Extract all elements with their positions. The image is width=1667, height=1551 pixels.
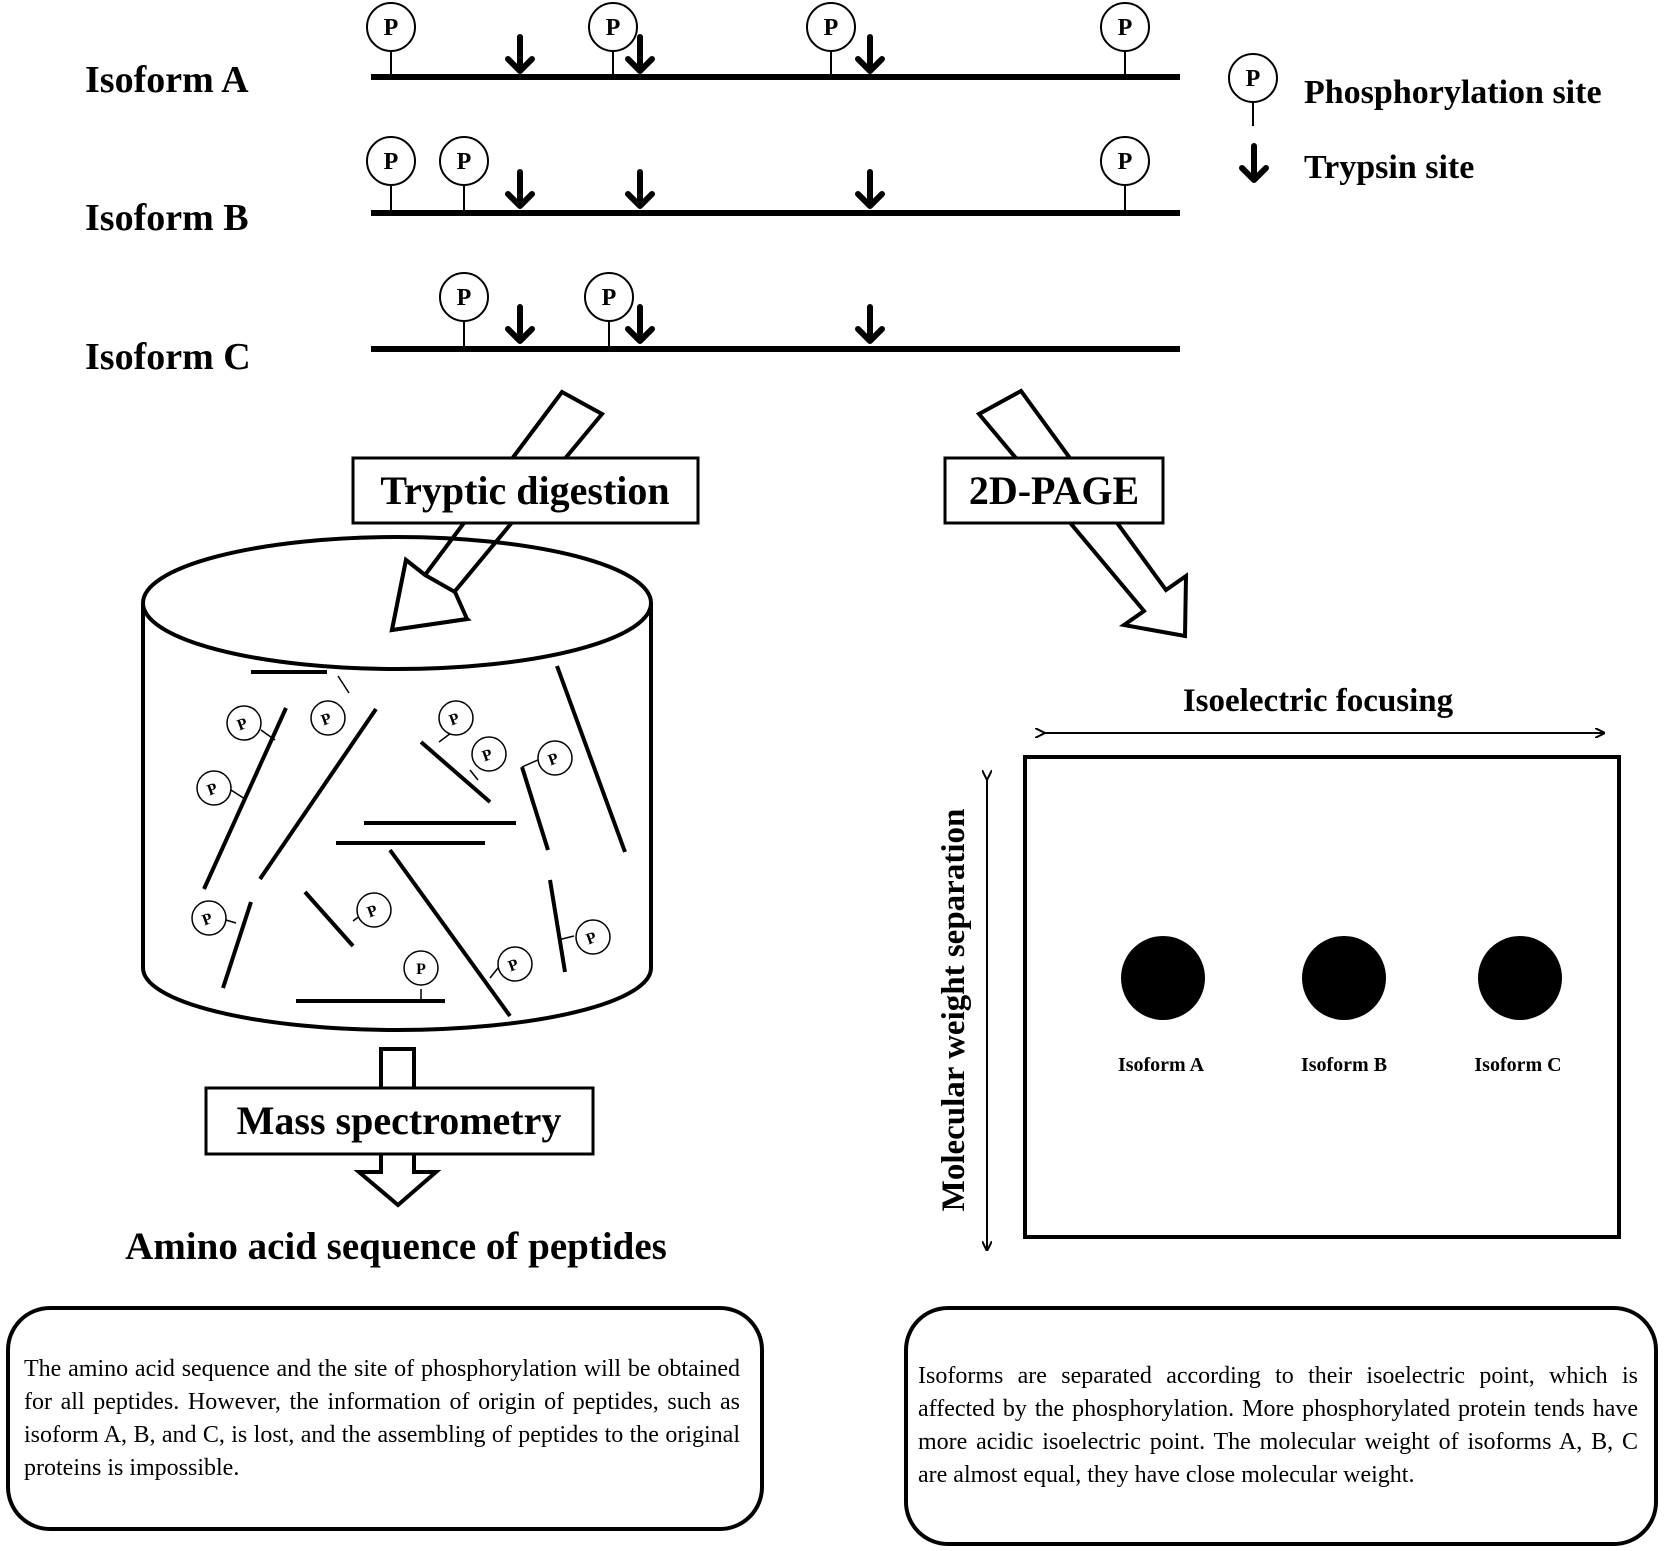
isoform-a-label: Isoform A xyxy=(85,59,249,101)
svg-text:P: P xyxy=(1118,149,1133,175)
legend-phosphorylation-label: Phosphorylation site xyxy=(1304,74,1602,111)
page-2d-note-text: Isoforms are separated according to thei… xyxy=(918,1363,1638,1488)
phospho-site: P xyxy=(588,2,638,75)
molecular-weight-label: Molecular weight separation xyxy=(936,809,972,1212)
tryptic-digestion-box xyxy=(351,456,700,525)
mass-spec-note: The amino acid sequence and the site of … xyxy=(6,1306,764,1531)
svg-text:P: P xyxy=(1246,66,1261,92)
svg-text:P: P xyxy=(384,15,399,41)
svg-text:P: P xyxy=(824,15,839,41)
svg-text:P: P xyxy=(1118,15,1133,41)
svg-text:P: P xyxy=(602,285,617,311)
phospho-site: P xyxy=(806,2,856,75)
svg-text:P: P xyxy=(457,285,472,311)
isoform-c-label: Isoform C xyxy=(85,336,251,378)
trypsin-arrow-icon xyxy=(505,304,535,344)
trypsin-arrow-icon xyxy=(855,169,885,209)
peptide-phospho-sites xyxy=(191,675,611,1001)
legend-trypsin-label: Trypsin site xyxy=(1304,149,1474,186)
digestion-vessel xyxy=(141,535,653,1032)
svg-text:P: P xyxy=(606,15,621,41)
trypsin-arrow-icon xyxy=(505,34,535,74)
phospho-site: P xyxy=(439,136,489,211)
page-2d-box xyxy=(943,456,1165,525)
gel-spot-c xyxy=(1478,936,1562,1020)
svg-text:P: P xyxy=(384,149,399,175)
trypsin-arrow-icon xyxy=(625,34,655,74)
gel-spot-b xyxy=(1302,936,1386,1020)
digestion-arrow-tip xyxy=(389,556,470,633)
phospho-site: P xyxy=(584,272,634,347)
svg-text:P: P xyxy=(457,149,472,175)
phospho-site: P xyxy=(439,272,489,347)
phospho-site: P xyxy=(1100,136,1150,211)
trypsin-arrow-icon xyxy=(625,169,655,209)
page-2d-note: Isoforms are separated according to thei… xyxy=(904,1306,1658,1546)
svg-text:P: P xyxy=(416,961,426,978)
gel-spot-a xyxy=(1121,936,1205,1020)
gel-spot-c-label: Isoform C xyxy=(1474,1054,1561,1076)
phospho-site: P xyxy=(366,2,416,75)
legend-phospho-icon: P xyxy=(1228,53,1278,126)
result-heading: Amino acid sequence of peptides xyxy=(125,1225,667,1268)
page-2d-label: 2D-PAGE xyxy=(969,468,1139,513)
trypsin-arrow-icon xyxy=(625,304,655,344)
gel-spot-b-label: Isoform B xyxy=(1301,1054,1387,1076)
trypsin-arrow-icon xyxy=(505,169,535,209)
legend-trypsin-arrow-icon xyxy=(1239,143,1269,183)
phospho-site: P xyxy=(1100,2,1150,75)
trypsin-arrow-icon xyxy=(855,304,885,344)
phospho-site: P xyxy=(366,136,416,211)
mass-spec-note-text: The amino acid sequence and the site of … xyxy=(24,1355,740,1481)
tryptic-digestion-label: Tryptic digestion xyxy=(380,468,669,513)
isoform-b-label: Isoform B xyxy=(85,197,249,239)
mass-spectrometry-label: Mass spectrometry xyxy=(237,1098,562,1143)
trypsin-arrow-icon xyxy=(855,34,885,74)
isoelectric-focusing-label: Isoelectric focusing xyxy=(1183,683,1454,719)
gel-spot-a-label: Isoform A xyxy=(1118,1054,1205,1076)
mass-spectrometry-box xyxy=(204,1086,595,1156)
